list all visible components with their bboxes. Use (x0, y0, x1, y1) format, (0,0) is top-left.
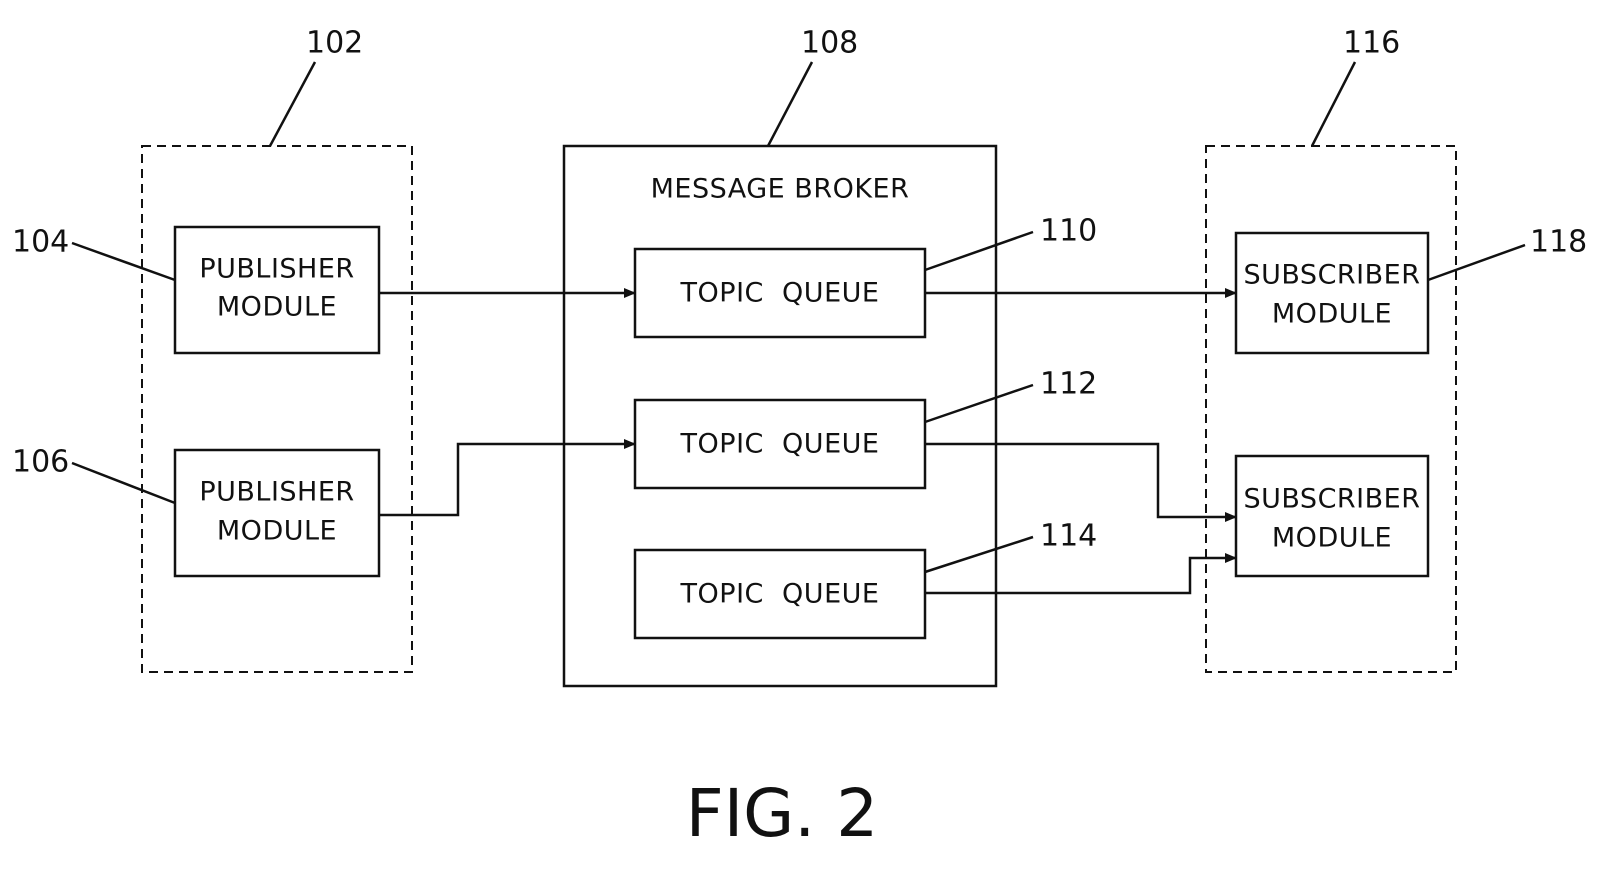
leader-116 (1312, 62, 1355, 146)
leader-118 (1428, 245, 1525, 280)
ref-106: 106 (12, 445, 69, 480)
ref-102: 102 (306, 26, 363, 61)
ref-112: 112 (1040, 367, 1097, 402)
ref-104: 104 (12, 225, 69, 260)
leader-108 (768, 62, 812, 146)
publisher-1-line1: PUBLISHER (199, 254, 354, 285)
subscriber-module-2 (1236, 456, 1428, 576)
ref-110: 110 (1040, 214, 1097, 249)
broker-title: MESSAGE BROKER (651, 174, 910, 205)
leader-102 (270, 62, 315, 146)
ref-118: 118 (1530, 225, 1587, 260)
subscriber-2-line1: SUBSCRIBER (1243, 484, 1420, 515)
publisher-module-1 (175, 227, 379, 353)
ref-116: 116 (1343, 26, 1400, 61)
publisher-1-line2: MODULE (217, 292, 337, 323)
topic-queue-3-label: TOPIC QUEUE (680, 579, 880, 610)
ref-108: 108 (801, 26, 858, 61)
topic-queue-2-label: TOPIC QUEUE (680, 429, 880, 460)
publisher-module-2 (175, 450, 379, 576)
subscriber-1-line1: SUBSCRIBER (1243, 260, 1420, 291)
subscriber-group (1206, 146, 1456, 672)
publisher-2-line2: MODULE (217, 516, 337, 547)
subscriber-2-line2: MODULE (1272, 523, 1392, 554)
figure-label: FIG. 2 (686, 775, 879, 852)
subscriber-1-line2: MODULE (1272, 299, 1392, 330)
subscriber-module-1 (1236, 233, 1428, 353)
topic-queue-1-label: TOPIC QUEUE (680, 278, 880, 309)
leader-104 (72, 243, 175, 280)
ref-114: 114 (1040, 519, 1097, 554)
leader-106 (72, 463, 175, 503)
publisher-group (142, 146, 412, 672)
publisher-2-line1: PUBLISHER (199, 477, 354, 508)
